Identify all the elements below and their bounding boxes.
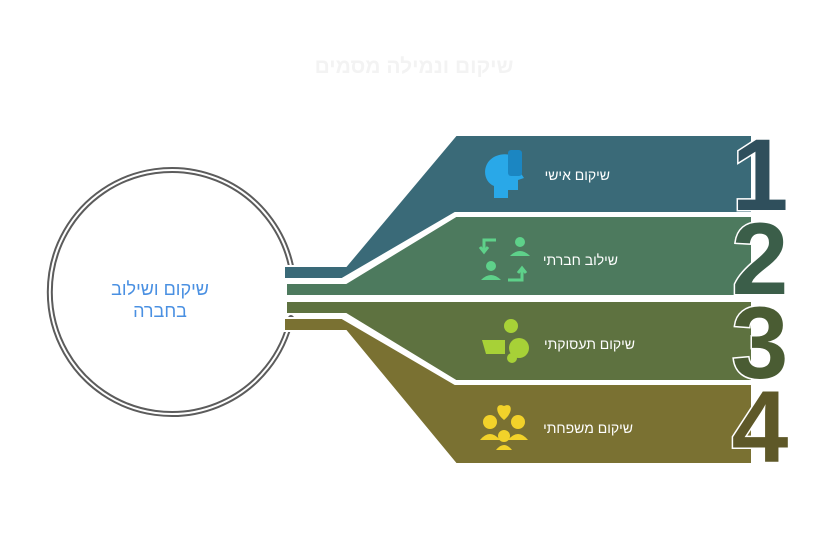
center-label: שיקום ושילוב בחברה (60, 278, 260, 322)
step-1-number: 1 (732, 118, 789, 232)
family-heart-icon (480, 405, 528, 450)
step-3-label: שיקום תעסוקתי (543, 336, 635, 352)
step-4-band (283, 317, 753, 465)
center-label-line-1: שיקום ושילוב (111, 279, 209, 299)
step-1-band (283, 134, 753, 280)
step-1-label: שיקום אישי (544, 167, 610, 183)
person-thinking-icon (485, 150, 524, 198)
diagram-title: שיקום ונמילה מסמים (314, 55, 514, 78)
center-label-line-2: בחברה (133, 301, 187, 321)
step-2-number: 2 (732, 202, 789, 316)
step-3-number: 3 (732, 286, 789, 400)
step-4-label: שיקום משפחתי (543, 420, 633, 436)
step-2-label: שילוב חברתי (542, 252, 618, 268)
step-4-number: 4 (732, 370, 789, 484)
people-exchange-icon (478, 237, 530, 282)
work-person-icon (482, 319, 529, 363)
